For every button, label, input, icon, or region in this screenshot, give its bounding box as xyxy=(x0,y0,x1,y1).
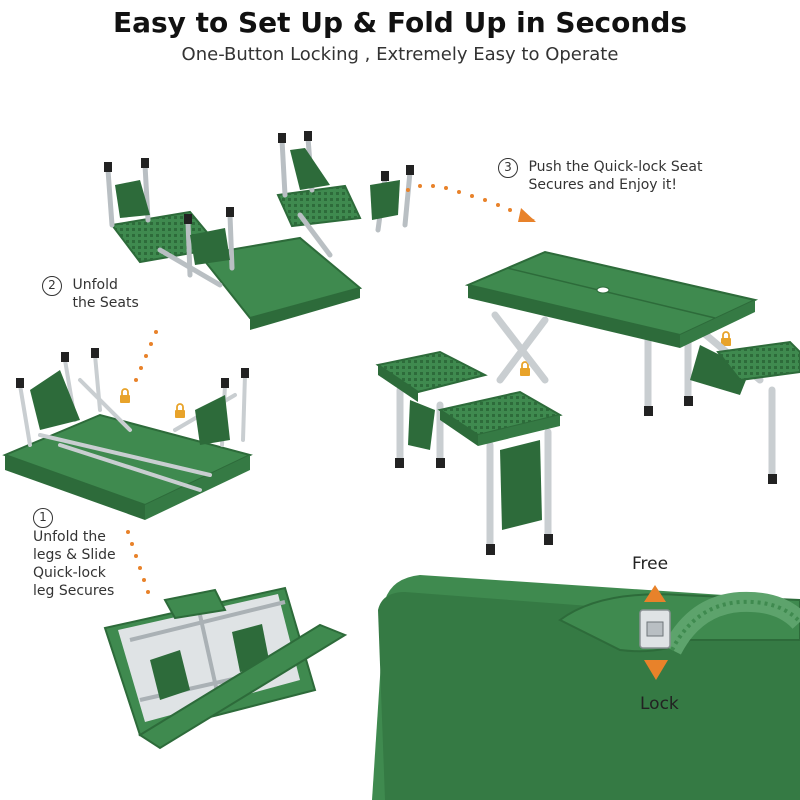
table-legs-unfolded-figure xyxy=(2,348,253,520)
step-1-line-3: Quick-lock xyxy=(33,565,106,581)
padlock-icon xyxy=(175,403,185,418)
table-assembled-figure xyxy=(375,250,800,555)
step-1-line-1: Unfold the xyxy=(33,529,106,545)
step-2-label: 2 Unfold the Seats xyxy=(42,276,139,312)
page-subtitle: One-Button Locking , Extremely Easy to O… xyxy=(181,44,619,65)
step-3-label: 3 Push the Quick-lock Seat Secures and E… xyxy=(498,158,702,194)
padlock-icon xyxy=(120,388,130,403)
step-2-line-2: the Seats xyxy=(72,295,139,311)
lock-label: Lock xyxy=(640,694,679,714)
step-connector-dots xyxy=(126,184,512,594)
step-1-number: 1 xyxy=(33,508,53,528)
arrowhead-icon xyxy=(518,208,536,222)
step-1-line-2: legs & Slide xyxy=(33,547,116,563)
step-2-number: 2 xyxy=(42,276,62,296)
table-folded-case-figure xyxy=(103,586,348,750)
page-title: Easy to Set Up & Fold Up in Seconds xyxy=(112,6,688,39)
free-label: Free xyxy=(632,554,669,574)
arrow-up-icon xyxy=(644,585,666,602)
step-2-line-1: Unfold xyxy=(72,277,118,293)
step-3-number: 3 xyxy=(498,158,518,178)
padlock-icon xyxy=(520,361,530,376)
step-3-line-2: Secures and Enjoy it! xyxy=(528,177,678,193)
lock-button-closeup-figure xyxy=(372,575,800,800)
step-3-line-1: Push the Quick-lock Seat xyxy=(528,159,703,175)
step-1-label: 1 Unfold the legs & Slide Quick-lock leg… xyxy=(33,508,116,600)
step-1-line-4: leg Secures xyxy=(33,583,115,599)
arrow-down-icon xyxy=(644,660,668,680)
padlock-icon xyxy=(721,331,731,346)
table-unfolded-seats-figure xyxy=(104,131,414,330)
